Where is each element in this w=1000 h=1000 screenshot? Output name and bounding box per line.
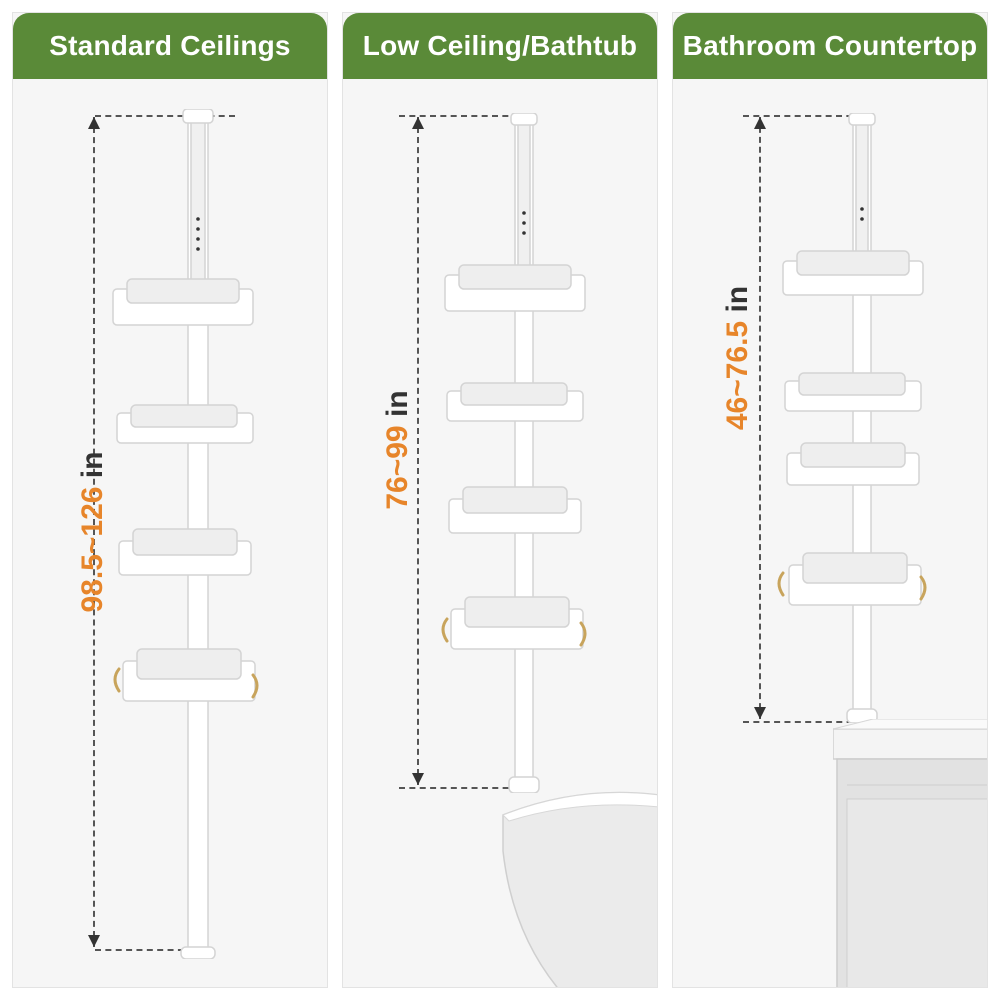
shower-caddy-image: [777, 113, 927, 723]
measure-line: [93, 117, 95, 947]
height-range-value: 46~76.5: [721, 320, 754, 431]
panel-title: Low Ceiling/Bathtub: [343, 13, 657, 79]
panel-low-ceiling-bathtub: Low Ceiling/Bathtub 76~99 in: [342, 12, 658, 988]
measure-bottom-line: [95, 949, 215, 951]
height-range-label: 46~76.5 in: [721, 263, 755, 453]
arrow-up-icon: [88, 117, 100, 129]
measure-line: [759, 117, 761, 719]
arrow-down-icon: [412, 773, 424, 785]
height-range-value: 76~99: [381, 425, 414, 510]
arrow-up-icon: [754, 117, 766, 129]
panel-title: Standard Ceilings: [13, 13, 327, 79]
measure-top-line: [743, 115, 873, 117]
measure-bottom-line: [399, 787, 519, 789]
shower-caddy-image: [112, 109, 259, 959]
height-range-label: 76~99 in: [381, 365, 415, 535]
height-range-unit: in: [721, 285, 754, 313]
height-range-unit: in: [381, 390, 414, 418]
vanity-cabinet-image: [833, 719, 987, 987]
arrow-up-icon: [412, 117, 424, 129]
panel-title: Bathroom Countertop: [673, 13, 987, 79]
bathtub-image: [502, 791, 657, 987]
measure-top-line: [95, 115, 235, 117]
arrow-down-icon: [754, 707, 766, 719]
measure-bottom-line: [743, 721, 863, 723]
panel-body: 76~99 in: [343, 79, 657, 987]
arrow-down-icon: [88, 935, 100, 947]
shower-caddy-image: [441, 113, 587, 793]
measure-line: [417, 117, 419, 785]
panel-standard-ceilings: Standard Ceilings 98.5~126 in: [12, 12, 328, 988]
panel-body: 98.5~126 in: [13, 79, 327, 987]
panel-body: 46~76.5 in: [673, 79, 987, 987]
measure-top-line: [399, 115, 529, 117]
panel-bathroom-countertop: Bathroom Countertop 46~76.5 in: [672, 12, 988, 988]
